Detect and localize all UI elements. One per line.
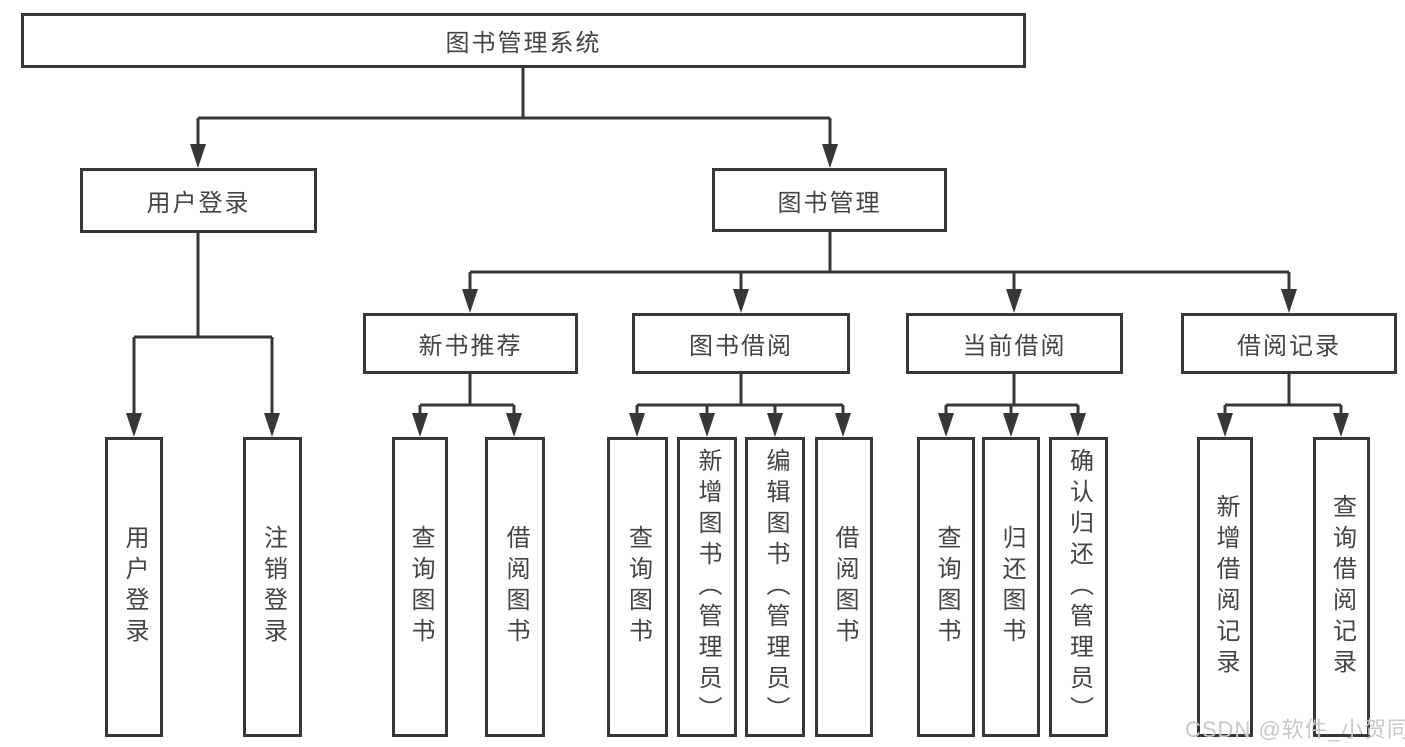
node-user-login: 用户登录 — [80, 168, 317, 233]
node-book-borrowing: 图书借阅 — [632, 313, 850, 374]
leaf-query-borrow-record: 查询借阅记录 — [1313, 437, 1370, 737]
node-system-title: 图书管理系统 — [21, 13, 1026, 68]
node-current-borrowing: 当前借阅 — [906, 313, 1123, 374]
leaf-confirm-return-admin: 确认归还（管理员） — [1049, 437, 1108, 737]
node-book-management: 图书管理 — [712, 168, 947, 232]
leaf-user-login: 用户登录 — [105, 437, 163, 737]
leaf-query-books-borrowing: 查询图书 — [607, 437, 668, 737]
leaf-logout: 注销登录 — [243, 437, 302, 737]
leaf-borrow-books-recommend: 借阅图书 — [485, 437, 545, 737]
leaf-edit-book-admin: 编辑图书（管理员） — [745, 437, 805, 737]
node-new-book-recommend: 新书推荐 — [363, 313, 578, 374]
leaf-add-borrow-record: 新增借阅记录 — [1197, 437, 1253, 737]
node-borrowing-records: 借阅记录 — [1181, 313, 1397, 374]
leaf-query-books-recommend: 查询图书 — [392, 437, 448, 737]
leaf-borrow-books-borrowing: 借阅图书 — [815, 437, 873, 737]
leaf-return-books: 归还图书 — [982, 437, 1040, 737]
arrowheads — [126, 144, 1349, 437]
leaf-query-books-current: 查询图书 — [917, 437, 975, 737]
leaf-add-book-admin: 新增图书（管理员） — [677, 437, 737, 737]
csdn-watermark: CSDN @软件_小贺同学 — [1185, 717, 1405, 742]
